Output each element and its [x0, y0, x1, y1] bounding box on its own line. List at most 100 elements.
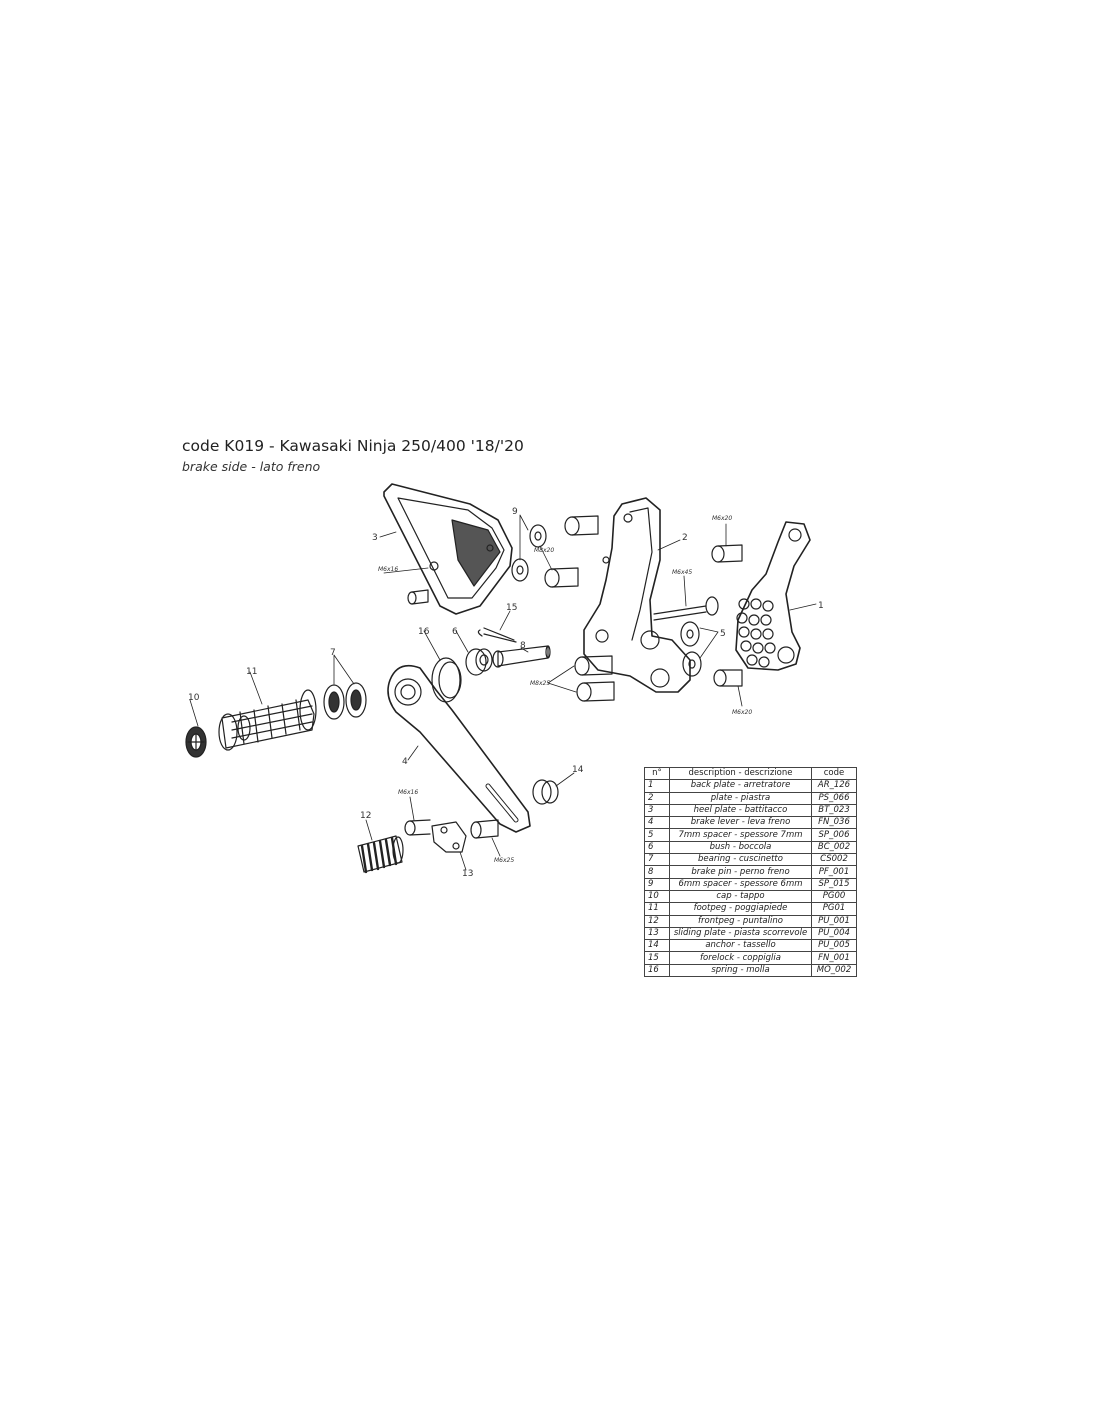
row-description: 6mm spacer - spessore 6mm — [669, 877, 812, 891]
row-number: 5 — [644, 828, 670, 842]
row-description: frontpeg - puntalino — [669, 914, 812, 928]
label-m6x16-left: M6x16 — [378, 566, 398, 573]
row-description: footpeg - poggiapiede — [669, 902, 812, 916]
screw-m6x25 — [470, 819, 499, 839]
cap-part — [185, 726, 207, 758]
callout-8: 8 — [520, 641, 526, 651]
header-code: code — [811, 766, 857, 781]
main-plate-part — [583, 497, 691, 693]
row-code: FN_001 — [811, 951, 857, 965]
diagram-subtitle: brake side - lato freno — [182, 459, 321, 474]
row-number: 11 — [644, 902, 670, 916]
label-m6x20-top: M6x20 — [712, 515, 732, 522]
label-m6x20-bottom: M6x20 — [732, 709, 752, 716]
callout-6: 6 — [452, 627, 458, 637]
row-number: 16 — [644, 963, 670, 978]
bearing-part — [323, 682, 367, 720]
row-description: sliding plate - piasta scorrevole — [669, 926, 812, 941]
label-m8x25: M8x25 — [530, 680, 550, 687]
row-number: 2 — [644, 791, 670, 805]
row-code: PG00 — [811, 889, 857, 904]
callout-5: 5 — [720, 629, 726, 639]
row-code: AR_126 — [811, 779, 857, 793]
diagram-title: code K019 - Kawasaki Ninja 250/400 '18/'… — [182, 437, 524, 455]
callout-12: 12 — [360, 811, 371, 821]
parts-table-header: n° description - descrizione code — [644, 766, 857, 781]
footpeg-part — [218, 689, 317, 751]
header-number: n° — [644, 766, 670, 781]
screw-m6x20-top — [711, 544, 743, 563]
row-description: anchor - tassello — [669, 939, 812, 953]
callout-14: 14 — [572, 765, 584, 775]
row-code: SP_015 — [811, 877, 857, 891]
row-number: 9 — [644, 877, 670, 891]
spacer-7mm-part — [680, 621, 702, 677]
row-number: 3 — [644, 803, 670, 818]
callout-4: 4 — [402, 757, 408, 767]
callout-1: 1 — [818, 601, 824, 611]
row-code: PU_004 — [811, 926, 857, 941]
row-description: spring - molla — [669, 963, 812, 978]
row-number: 12 — [644, 914, 670, 928]
row-code: CS002 — [811, 853, 857, 867]
row-code: SP_006 — [811, 828, 857, 842]
callout-3: 3 — [372, 533, 378, 543]
label-m6x25: M6x25 — [494, 857, 514, 864]
row-number: 10 — [644, 889, 670, 904]
sliding-plate-part — [431, 821, 467, 853]
row-description: plate - piastra — [669, 791, 812, 805]
row-description: back plate - arretratore — [669, 779, 812, 793]
callout-9: 9 — [512, 507, 518, 517]
screw-m6x20-bottom — [713, 669, 743, 687]
row-description: 7mm spacer - spessore 7mm — [669, 828, 812, 842]
row-description: brake lever - leva freno — [669, 816, 812, 830]
row-code: PU_001 — [811, 914, 857, 928]
row-description: brake pin - perno freno — [669, 865, 812, 879]
row-number: 6 — [644, 840, 670, 855]
callout-2: 2 — [682, 533, 688, 543]
callout-7: 7 — [330, 648, 336, 658]
callout-10: 10 — [188, 693, 200, 703]
row-code: FN_036 — [811, 816, 857, 830]
callout-16: 16 — [418, 627, 430, 637]
row-code: PS_066 — [811, 791, 857, 805]
row-number: 7 — [644, 853, 670, 867]
row-code: PU_005 — [811, 939, 857, 953]
screws-m8x25 — [574, 655, 615, 702]
heel-plate-part — [383, 483, 513, 615]
callout-numbers: 1 2 3 4 5 6 7 8 9 10 11 12 13 14 15 16 — [188, 507, 824, 879]
leader-lines — [189, 514, 817, 871]
row-code: MO_002 — [811, 963, 857, 978]
row-code: PG01 — [811, 902, 857, 916]
label-m6x16-lower: M6x16 — [398, 789, 418, 796]
screw-m6x16-left — [407, 589, 429, 605]
callout-15: 15 — [506, 603, 517, 613]
label-m6x45: M6x45 — [672, 569, 692, 576]
brake-pin-part — [492, 645, 551, 668]
row-number: 15 — [644, 951, 670, 965]
callout-13: 13 — [462, 869, 473, 879]
row-number: 1 — [644, 779, 670, 793]
row-code: BT_023 — [811, 803, 857, 818]
row-description: bearing - cuscinetto — [669, 853, 812, 867]
row-number: 8 — [644, 865, 670, 879]
bolt-m6x45 — [653, 596, 719, 621]
frontpeg-part — [357, 835, 404, 874]
label-m8x20: M8x20 — [534, 547, 554, 554]
row-description: heel plate - battitacco — [669, 803, 812, 818]
